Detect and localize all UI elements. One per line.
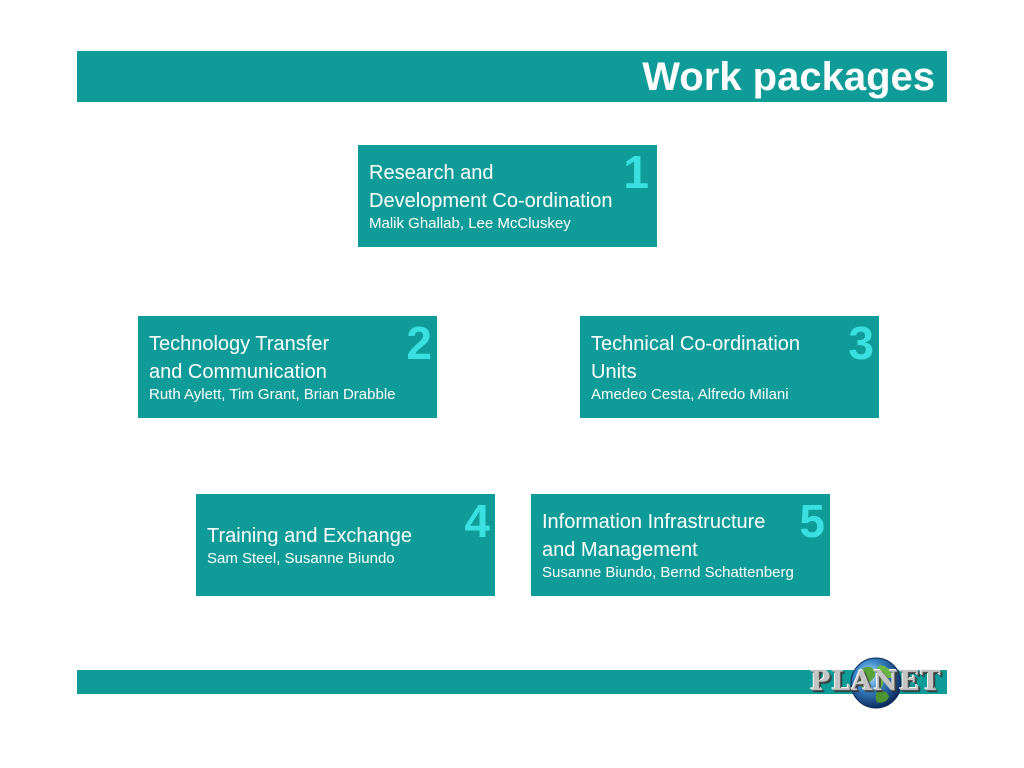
work-package-title-line2: Units bbox=[591, 361, 637, 383]
work-package-people: Sam Steel, Susanne Biundo bbox=[207, 550, 395, 567]
work-package-title-line2: and Communication bbox=[149, 361, 327, 383]
work-package-title-line1: Technology Transfer bbox=[149, 333, 330, 355]
title-bar: Work packages bbox=[77, 51, 947, 102]
work-package-number: 2 bbox=[406, 317, 432, 369]
work-package-1: 1 Research and Development Co-ordination… bbox=[358, 145, 657, 247]
work-package-number: 5 bbox=[799, 495, 825, 547]
work-package-title-line1: Technical Co-ordination bbox=[591, 333, 801, 355]
work-package-2: 2 Technology Transfer and Communication … bbox=[138, 316, 437, 418]
work-package-number: 3 bbox=[848, 317, 874, 369]
work-package-number: 1 bbox=[623, 146, 649, 198]
work-package-title-line1: Training and Exchange bbox=[207, 525, 412, 547]
work-package-4: 4 Training and Exchange Sam Steel, Susan… bbox=[196, 494, 495, 596]
logo-text: PLANET bbox=[810, 666, 942, 697]
work-package-title-line2: and Management bbox=[542, 539, 698, 561]
page-title: Work packages bbox=[642, 55, 935, 99]
work-package-3: 3 Technical Co-ordination Units Amedeo C… bbox=[580, 316, 879, 418]
work-package-people: Malik Ghallab, Lee McCluskey bbox=[369, 215, 571, 232]
globe-icon bbox=[850, 657, 902, 709]
work-package-title-line1: Information Infrastructure bbox=[542, 511, 766, 533]
work-package-people: Susanne Biundo, Bernd Schattenberg bbox=[542, 564, 794, 581]
work-package-number: 4 bbox=[464, 495, 490, 547]
work-package-people: Ruth Aylett, Tim Grant, Brian Drabble bbox=[149, 386, 396, 403]
work-package-people: Amedeo Cesta, Alfredo Milani bbox=[591, 386, 789, 403]
footer-bar bbox=[77, 670, 947, 694]
work-package-title-line1: Research and bbox=[369, 162, 494, 184]
work-package-5: 5 Information Infrastructure and Managem… bbox=[531, 494, 830, 596]
work-package-title-line2: Development Co-ordination bbox=[369, 190, 613, 212]
planet-logo: PLANET bbox=[808, 655, 950, 711]
